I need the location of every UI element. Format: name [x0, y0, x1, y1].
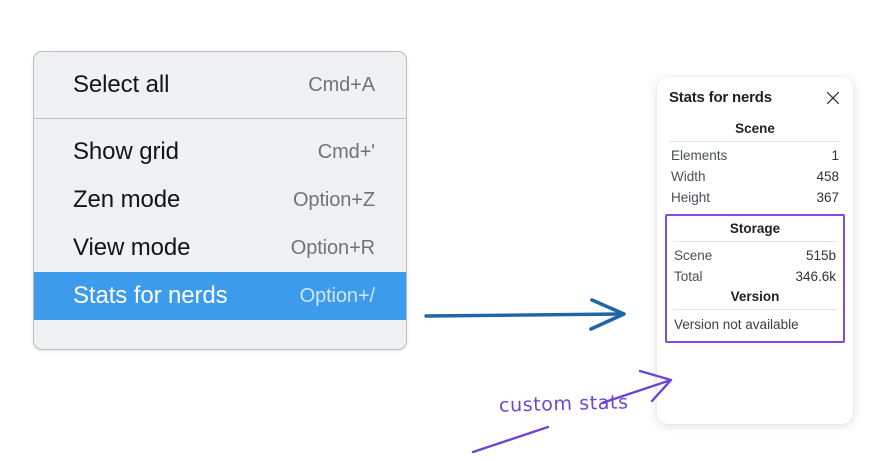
- panel-title: Stats for nerds: [669, 89, 772, 106]
- stat-key: Scene: [674, 248, 713, 263]
- custom-stats-highlight-box: Storage Scene 515b Total 346.6k Version …: [665, 214, 845, 343]
- storage-divider: [673, 241, 837, 242]
- stat-value: 1: [831, 148, 839, 163]
- menu-item-shortcut: Option+/: [299, 284, 375, 307]
- menu-divider: [34, 118, 406, 119]
- menu-item-select-all[interactable]: Select all Cmd+A: [34, 61, 406, 109]
- menu-group-2: Show grid Cmd+' Zen mode Option+Z View m…: [34, 119, 406, 331]
- scene-section: Scene Elements 1 Width 458 Height 367: [668, 119, 842, 208]
- menu-item-label: Select all: [73, 71, 170, 98]
- stat-key: Width: [671, 169, 706, 184]
- menu-item-label: Show grid: [73, 138, 179, 165]
- menu-item-shortcut: Cmd+': [317, 140, 375, 163]
- menu-item-stats-for-nerds[interactable]: Stats for nerds Option+/: [34, 272, 406, 320]
- menu-group-1: Select all Cmd+A: [34, 52, 406, 118]
- storage-heading: Storage: [729, 221, 781, 236]
- panel-header: Stats for nerds: [668, 89, 842, 106]
- stat-value: 346.6k: [795, 269, 836, 284]
- stat-key: Height: [671, 190, 711, 205]
- scene-heading: Scene: [735, 121, 775, 136]
- menu-item-shortcut: Option+Z: [292, 188, 375, 211]
- close-icon[interactable]: [825, 90, 841, 106]
- menu-item-label: View mode: [73, 234, 191, 261]
- menu-item-view-mode[interactable]: View mode Option+R: [34, 224, 406, 272]
- scene-divider: [670, 141, 840, 142]
- purple-underline-stroke: [471, 425, 550, 454]
- stat-row: Elements 1: [668, 145, 842, 166]
- storage-section: Storage Scene 515b Total 346.6k: [671, 219, 839, 287]
- stat-value: 367: [816, 190, 839, 205]
- stat-key: Elements: [671, 148, 728, 163]
- menu-item-zen-mode[interactable]: Zen mode Option+Z: [34, 176, 406, 224]
- menu-item-shortcut: Cmd+A: [308, 73, 375, 96]
- stats-for-nerds-panel: Stats for nerds Scene Elements 1 Width 4…: [657, 77, 853, 424]
- stat-key: Total: [674, 269, 703, 284]
- version-divider: [673, 309, 837, 310]
- context-menu[interactable]: Select all Cmd+A Show grid Cmd+' Zen mod…: [33, 51, 407, 350]
- stat-row: Scene 515b: [671, 245, 839, 266]
- blue-arrow: [424, 298, 626, 331]
- stat-row: Height 367: [668, 187, 842, 208]
- menu-item-shortcut: Option+R: [290, 236, 375, 259]
- stat-row: Width 458: [668, 166, 842, 187]
- stat-value: 458: [816, 169, 839, 184]
- version-text: Version not available: [674, 317, 799, 332]
- stat-value: 515b: [805, 248, 836, 263]
- menu-item-show-grid[interactable]: Show grid Cmd+': [34, 128, 406, 176]
- menu-item-label: Stats for nerds: [73, 282, 228, 309]
- version-section: Version Version not available: [671, 287, 839, 336]
- version-heading: Version: [730, 289, 780, 304]
- menu-item-label: Zen mode: [73, 186, 181, 213]
- handwritten-annotation-label: custom stats: [498, 391, 629, 417]
- stat-row: Total 346.6k: [671, 266, 839, 287]
